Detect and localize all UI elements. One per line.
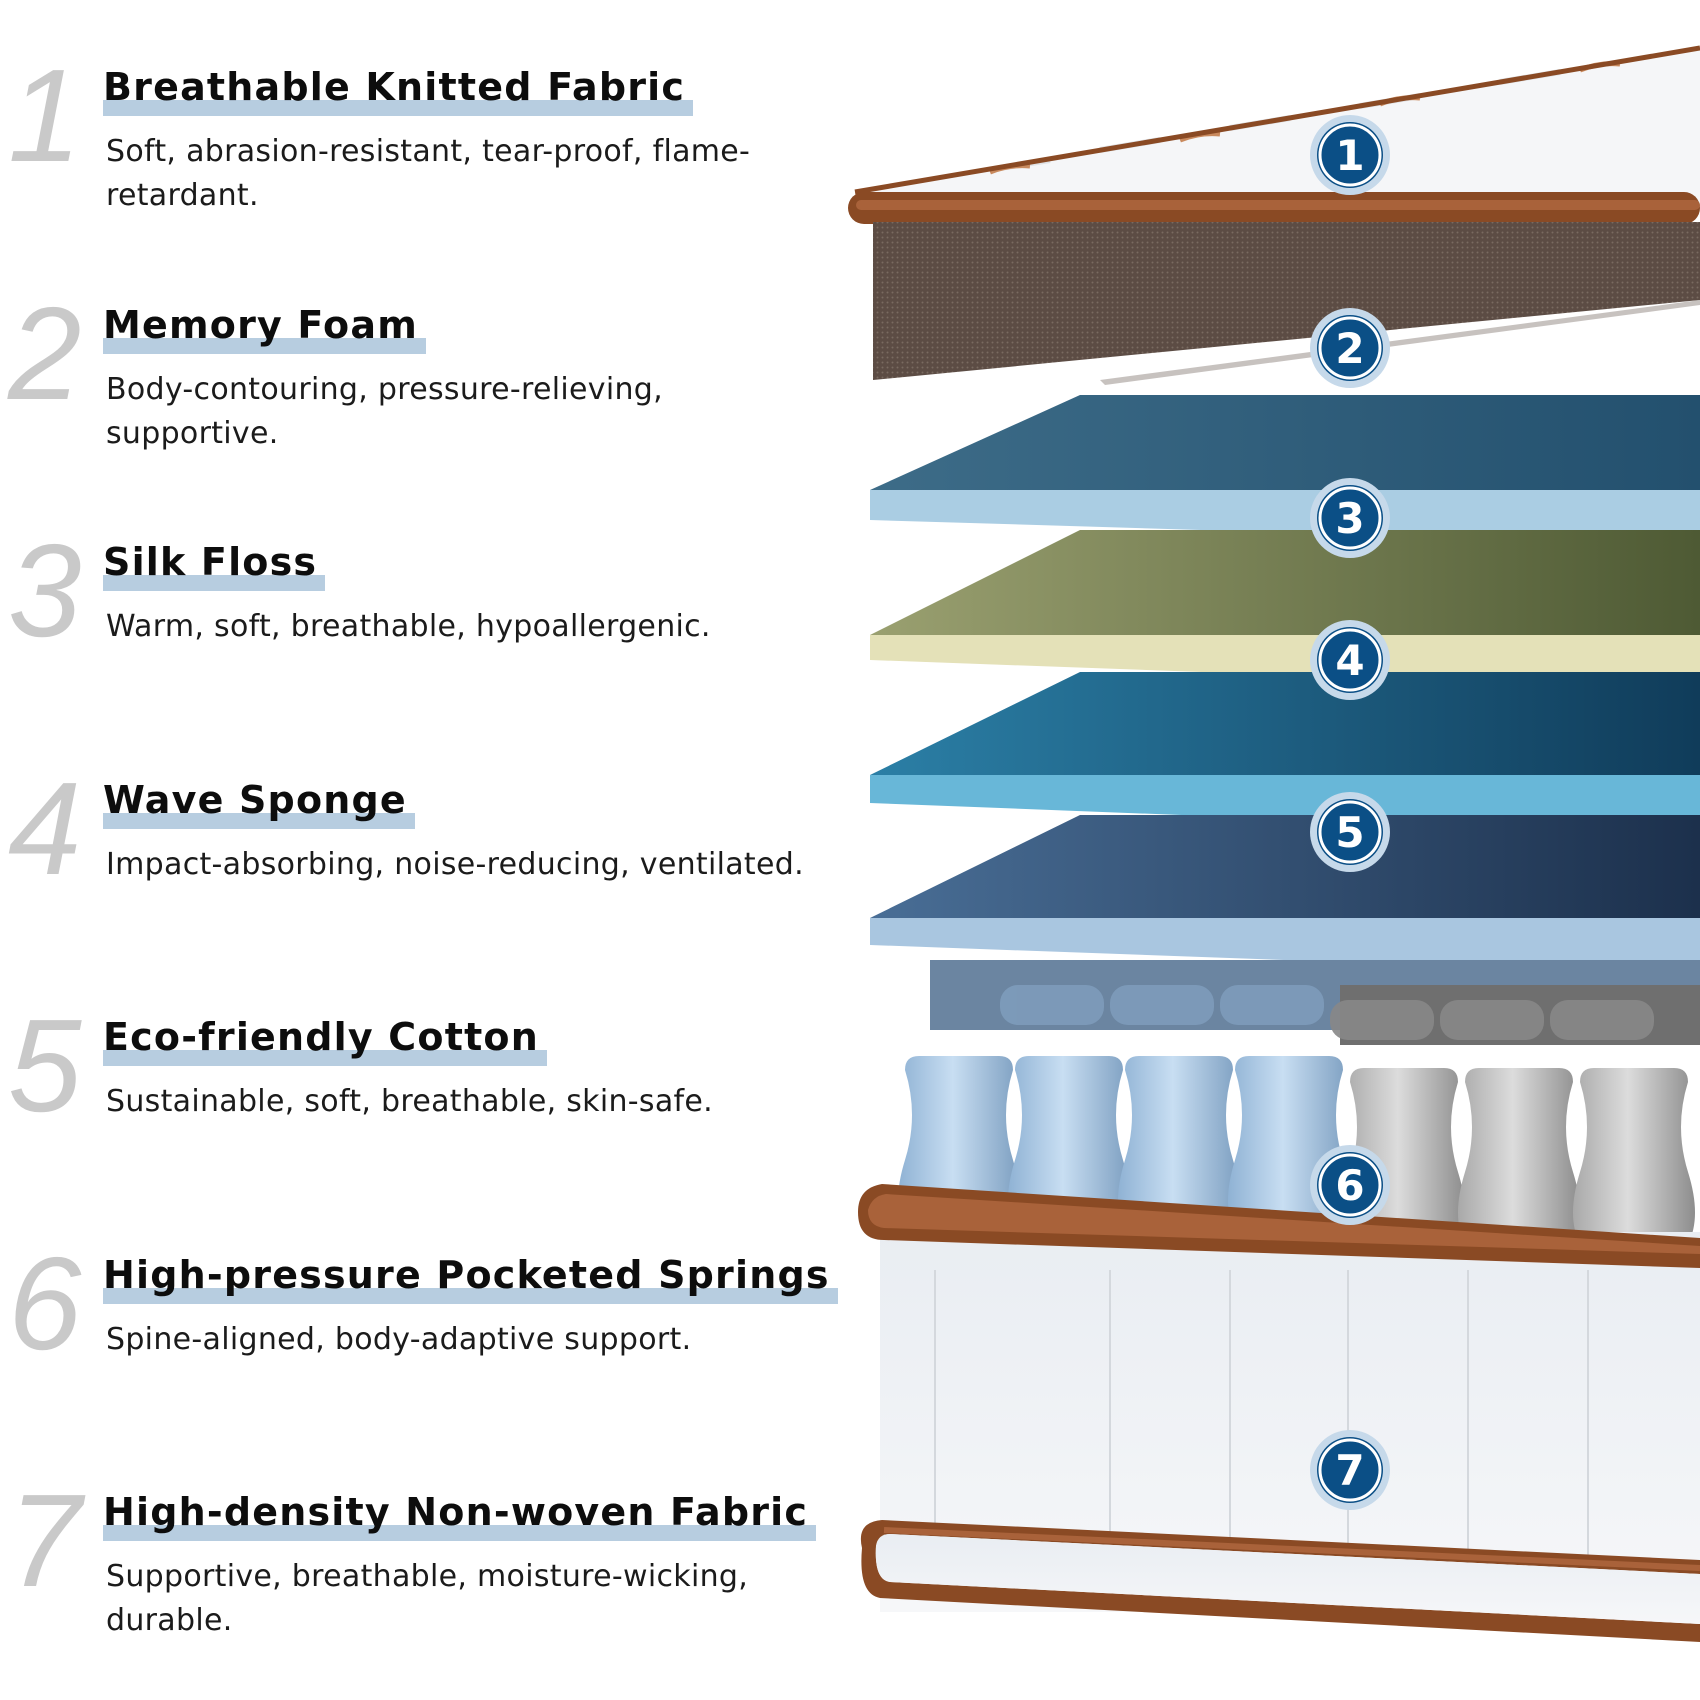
feature-title-wrap: Silk Floss (103, 537, 326, 591)
feature-title-wrap: Wave Sponge (103, 775, 415, 829)
badge-label: 3 (1335, 494, 1364, 543)
spring-row-front (898, 1056, 1695, 1244)
feature-description: Body-contouring, pressure-relieving, sup… (106, 372, 663, 451)
layer-eco-cotton (870, 672, 1700, 835)
badge-label: 6 (1335, 1161, 1364, 1210)
badge-label: 5 (1335, 808, 1364, 857)
feature-description: Warm, soft, breathable, hypoallergenic. (106, 609, 711, 644)
feature-description: Soft, abrasion-resistant, tear-proof, fl… (106, 134, 751, 213)
feature-number: 2 (8, 280, 82, 427)
badge-1-icon: 1 (1310, 115, 1390, 195)
feature-description: Impact-absorbing, noise-reducing, ventil… (106, 847, 804, 882)
feature-description: Sustainable, soft, breathable, skin-safe… (106, 1084, 713, 1119)
feature-description: Supportive, breathable, moisture-wicking… (106, 1559, 749, 1638)
badge-label: 1 (1335, 131, 1364, 180)
feature-number: 4 (8, 755, 82, 902)
layer-base-foam (870, 815, 1700, 975)
spring-row-back (1000, 985, 1654, 1040)
badge-label: 7 (1335, 1446, 1364, 1495)
mattress-exploded-diagram: 1 2 3 4 5 6 7 (848, 45, 1700, 1642)
badge-label: 2 (1335, 324, 1364, 373)
feature-title-wrap: Eco-friendly Cotton (103, 1012, 547, 1066)
feature-title-wrap: High-pressure Pocketed Springs (103, 1250, 838, 1304)
feature-number: 3 (8, 517, 82, 664)
title-underline-bar (103, 575, 326, 591)
feature-title: Eco-friendly Cotton (103, 1015, 539, 1059)
feature-number: 6 (8, 1230, 82, 1377)
title-underline-bar (103, 813, 415, 829)
feature-title: Silk Floss (103, 540, 318, 584)
badge-6-icon: 6 (1310, 1145, 1390, 1225)
feature-title: Memory Foam (103, 303, 418, 347)
feature-number: 7 (8, 1467, 82, 1614)
feature-description: Spine-aligned, body-adaptive support. (106, 1322, 692, 1357)
feature-title-wrap: High-density Non-woven Fabric (103, 1487, 817, 1541)
badge-4-icon: 4 (1310, 620, 1390, 700)
layer-memory-foam (873, 222, 1700, 400)
feature-title: Wave Sponge (103, 778, 407, 822)
feature-title-wrap: Memory Foam (103, 300, 426, 354)
badge-3-icon: 3 (1310, 478, 1390, 558)
feature-title: High-density Non-woven Fabric (103, 1490, 809, 1534)
feature-title-wrap: Breathable Knitted Fabric (103, 62, 694, 116)
layer-silk-floss (870, 395, 1700, 545)
badge-7-icon: 7 (1310, 1430, 1390, 1510)
title-underline-bar (103, 100, 694, 116)
feature-title: High-pressure Pocketed Springs (103, 1253, 830, 1297)
title-underline-bar (103, 1288, 838, 1304)
feature-number: 5 (8, 992, 82, 1139)
layer-pocketed-springs (898, 960, 1700, 1244)
feature-number: 1 (8, 42, 82, 189)
feature-title: Breathable Knitted Fabric (103, 65, 686, 109)
title-underline-bar (103, 1050, 547, 1066)
badge-label: 4 (1335, 636, 1364, 685)
badge-5-icon: 5 (1310, 792, 1390, 872)
layer-knitted-fabric (848, 45, 1700, 224)
title-underline-bar (103, 1525, 817, 1541)
layer-non-woven-fabric (858, 1184, 1700, 1642)
badge-2-icon: 2 (1310, 308, 1390, 388)
title-underline-bar (103, 338, 426, 354)
layer-wave-sponge (870, 530, 1700, 690)
